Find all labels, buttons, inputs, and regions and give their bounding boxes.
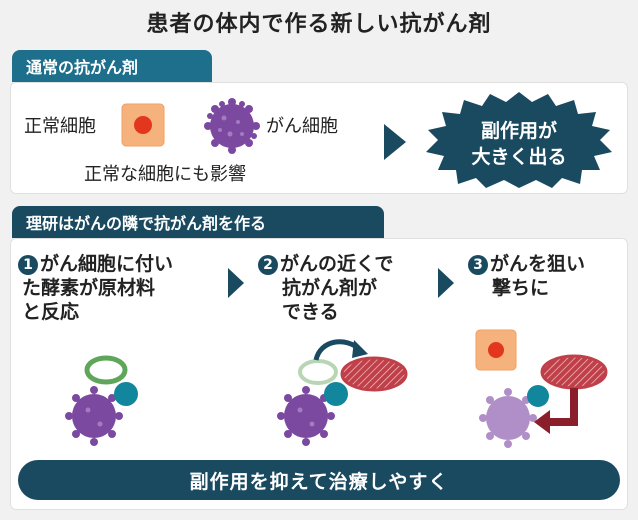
normal-cell-icon <box>475 329 517 371</box>
step1-line2: た酵素が原材料 <box>22 277 156 299</box>
material-faded-icon <box>298 359 338 385</box>
section1-tab: 通常の抗がん剤 <box>12 50 212 82</box>
attack-arrow-icon <box>548 388 578 426</box>
step1-line1: がん細胞に付い <box>40 253 174 275</box>
material-icon <box>84 355 128 385</box>
step3-line2: 撃ちに <box>492 277 550 299</box>
cancer-cell-label: がん細胞 <box>266 116 338 137</box>
normal-cell-label: 正常細胞 <box>24 116 96 137</box>
step2-number: 2 <box>258 255 278 275</box>
burst-line1: 副作用が <box>480 120 557 142</box>
step1-number: 1 <box>18 255 38 275</box>
drug-icon <box>540 354 608 390</box>
drug-icon <box>340 356 408 392</box>
step1-illustration <box>65 355 138 446</box>
cancer-cell-icon <box>204 98 260 154</box>
side-effect-burst-icon <box>426 92 612 188</box>
step2-line1: がんの近くで <box>280 253 394 275</box>
enzyme-icon <box>114 382 138 406</box>
section2-tab-label: 理研はがんの隣で抗がん剤を作る <box>26 214 267 233</box>
bottom-conclusion-bar: 副作用を抑えて治療しやすく <box>18 460 620 500</box>
step2-illustration <box>277 339 408 446</box>
step1-line3: と反応 <box>22 301 80 323</box>
step-arrow-1-icon <box>228 268 244 298</box>
arrow-right-icon <box>384 124 406 160</box>
effect-text: 正常な細胞にも影響 <box>84 164 246 185</box>
burst-line2: 大きく出る <box>471 146 567 168</box>
step3-line1: がんを狙い <box>490 253 586 275</box>
burst-text: 副作用が 大きく出る <box>464 118 574 170</box>
normal-cell-icon <box>121 103 165 147</box>
step2-line3: できる <box>282 301 339 323</box>
cancer-cell-icon <box>65 386 123 446</box>
step-arrow-2-icon <box>438 268 454 298</box>
section2-tab: 理研はがんの隣で抗がん剤を作る <box>12 206 384 238</box>
step3-illustration <box>475 329 608 448</box>
step3-number: 3 <box>468 255 488 275</box>
enzyme-icon <box>527 385 549 407</box>
step2-line2: 抗がん剤が <box>282 277 378 299</box>
section1-tab-label: 通常の抗がん剤 <box>26 58 139 77</box>
enzyme-icon <box>324 382 348 406</box>
bottom-conclusion-text: 副作用を抑えて治療しやすく <box>189 470 449 493</box>
page-title: 患者の体内で作る新しい抗がん剤 <box>146 12 492 37</box>
